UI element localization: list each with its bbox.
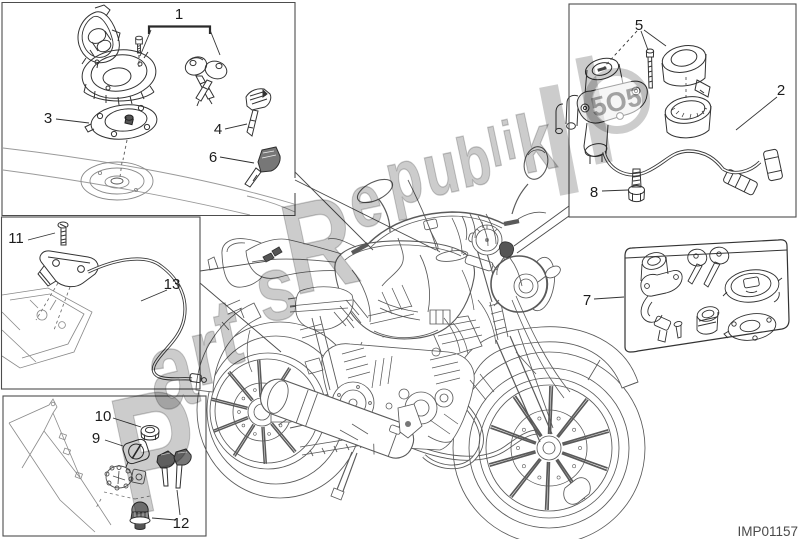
svg-text:9: 9 (92, 430, 100, 447)
svg-text:5: 5 (635, 17, 643, 34)
svg-text:8: 8 (590, 184, 598, 201)
svg-text:IMP01157: IMP01157 (737, 524, 798, 539)
svg-text:13: 13 (164, 276, 181, 293)
svg-text:b: b (450, 121, 498, 204)
svg-text:10: 10 (95, 408, 112, 425)
svg-text:7: 7 (583, 292, 591, 309)
svg-text:6: 6 (209, 149, 217, 166)
svg-text:12: 12 (173, 515, 190, 532)
svg-text:1: 1 (175, 6, 183, 23)
svg-text:4: 4 (214, 121, 222, 138)
svg-text:11: 11 (8, 230, 24, 247)
svg-text:3: 3 (44, 110, 52, 127)
svg-text:2: 2 (777, 82, 785, 99)
